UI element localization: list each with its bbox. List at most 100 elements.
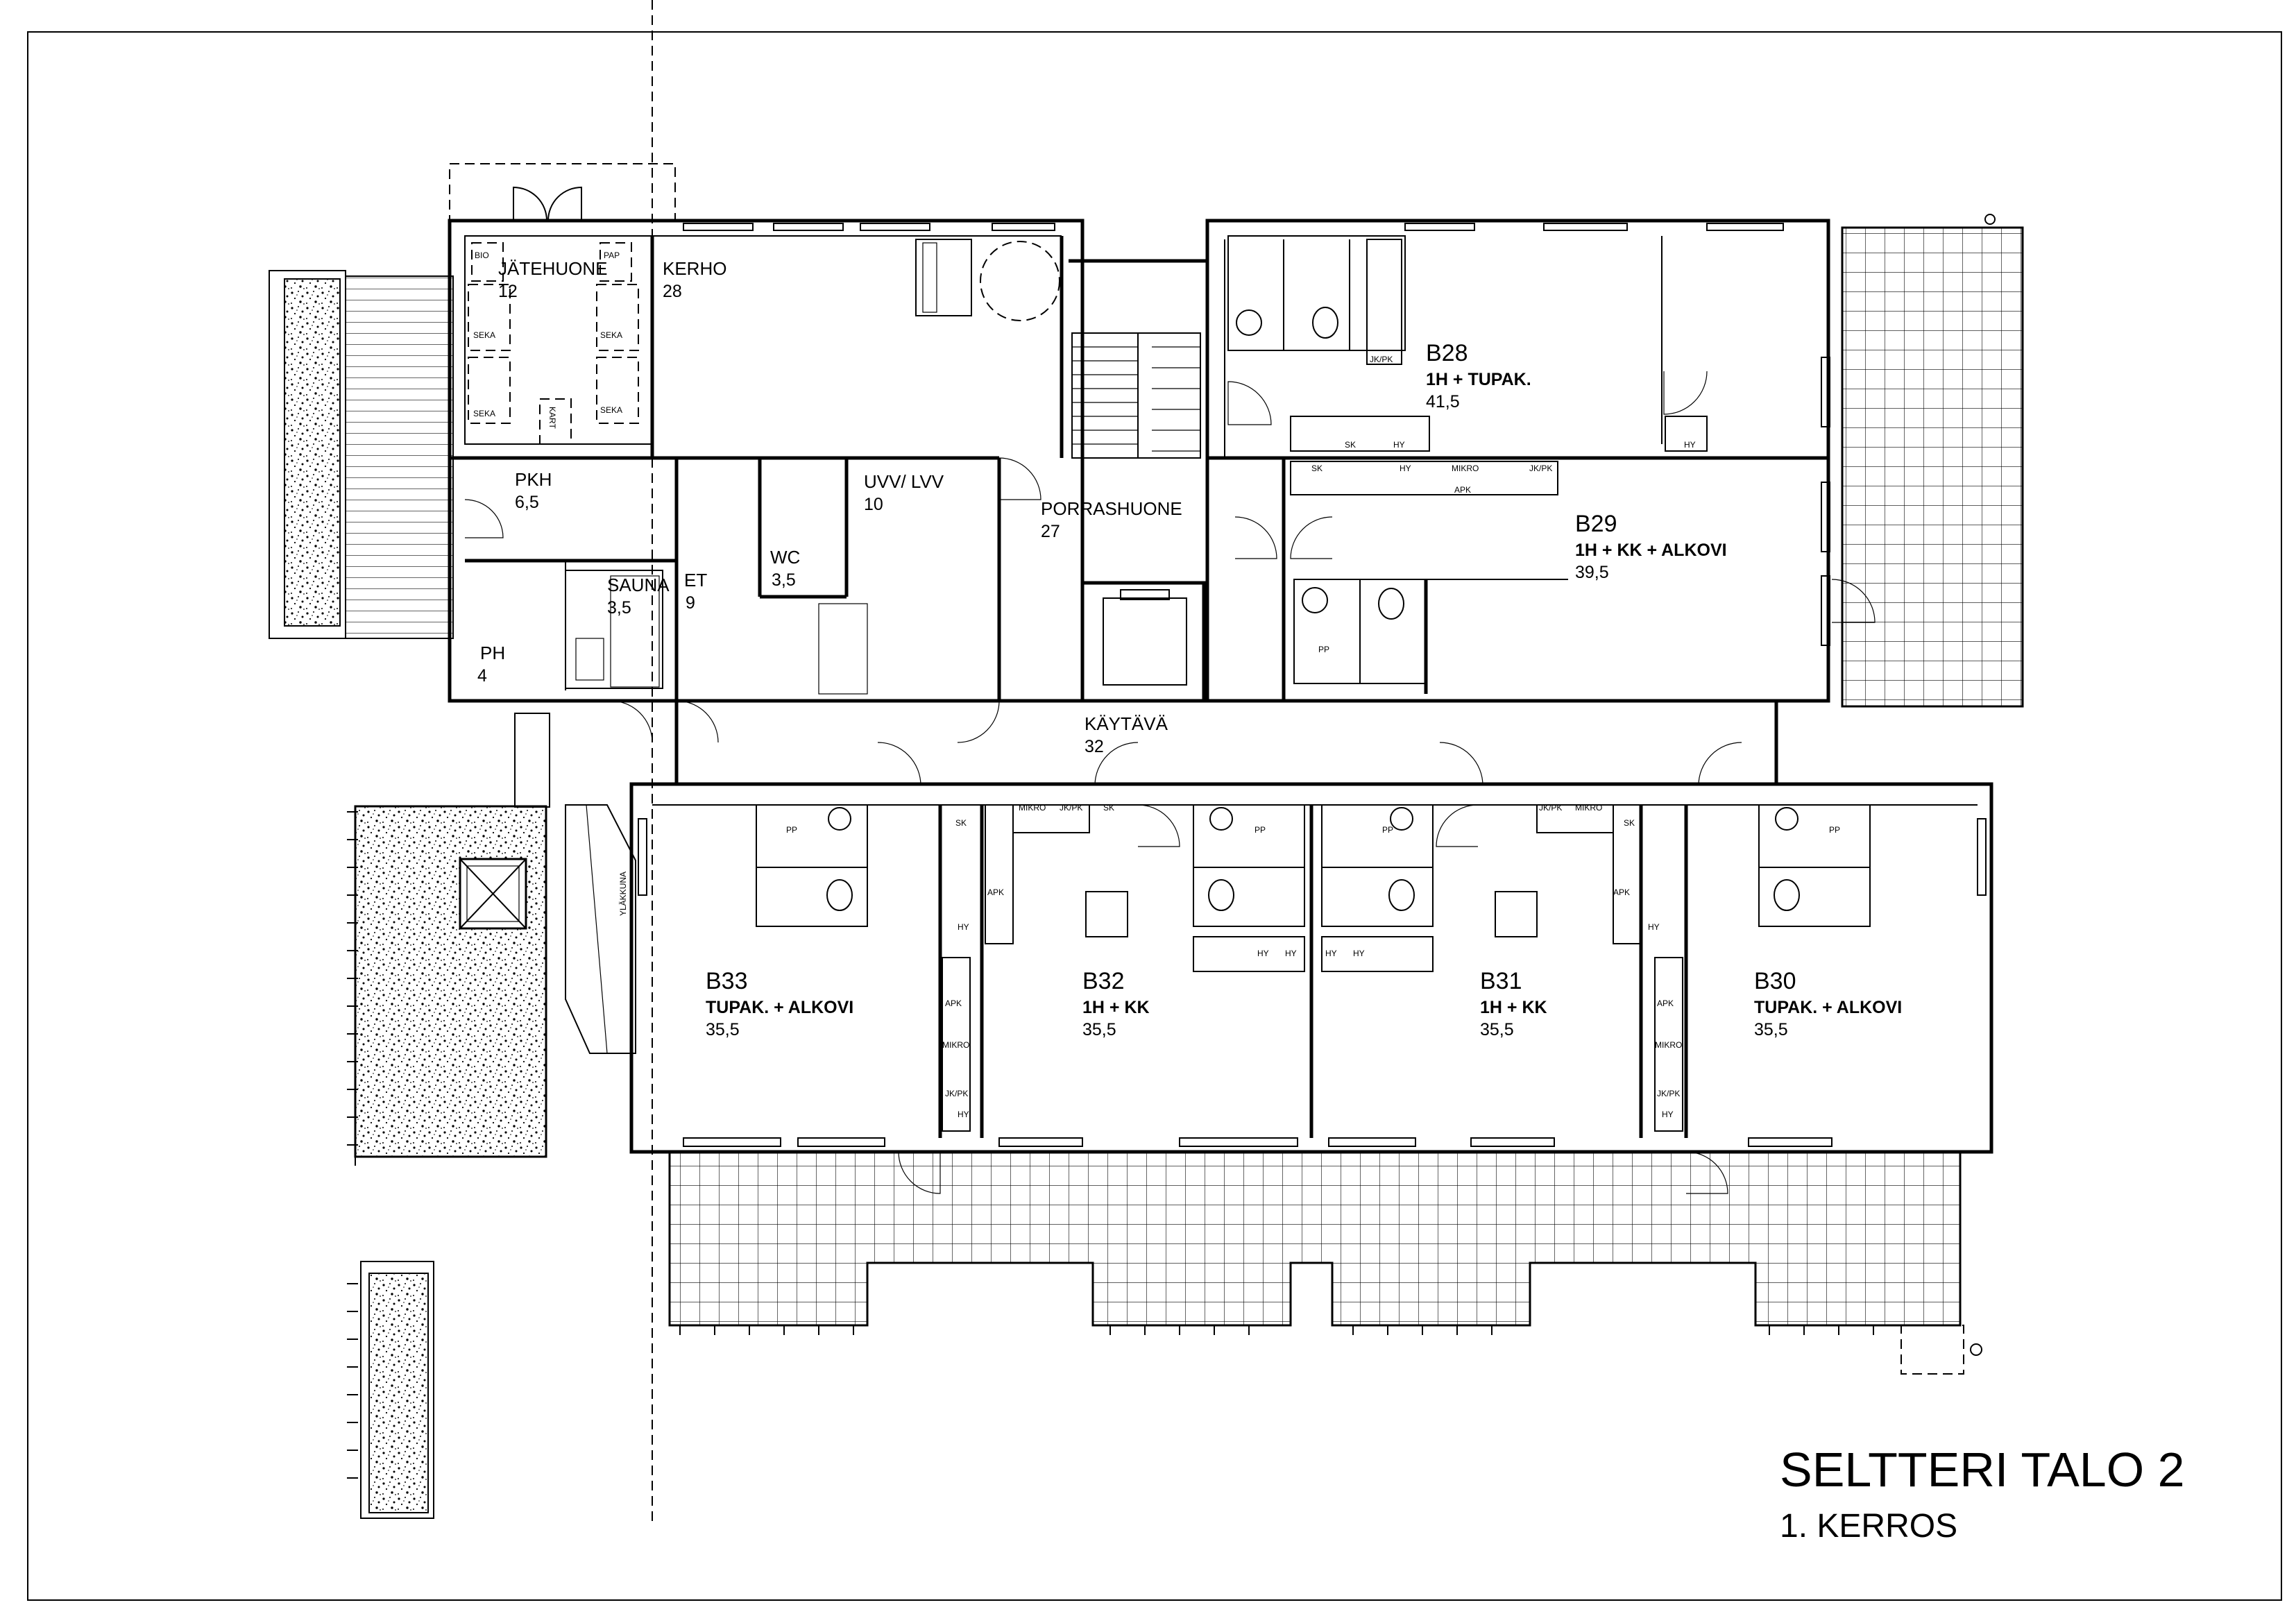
label-apk-b30: APK <box>1657 999 1674 1008</box>
label-sk-b28: SK <box>1345 440 1356 450</box>
b28-area: 41,5 <box>1426 392 1460 411</box>
label-jkpk-b31: JK/PK <box>1539 803 1562 813</box>
bin-label-seka-3: SEKA <box>473 409 495 418</box>
label-mikro-b33: MIKRO <box>942 1040 969 1050</box>
label-hy-b31b: HY <box>1353 949 1365 958</box>
et-name: ET <box>684 570 707 590</box>
label-mikro-b30: MIKRO <box>1655 1040 1682 1050</box>
label-pp-b32: PP <box>1255 825 1266 835</box>
label-hy-b33: HY <box>958 1110 969 1119</box>
pkh-name: PKH <box>515 469 552 490</box>
label-hy-b31: HY <box>1648 922 1660 932</box>
b29-id: B29 <box>1575 511 1617 537</box>
label-apk-b31: APK <box>1613 887 1630 897</box>
south-bathrooms <box>756 804 1871 927</box>
label-hy-b32b: HY <box>1285 949 1297 958</box>
porrashuone-area: 27 <box>1041 522 1060 541</box>
label-jkpk-b32: JK/PK <box>1060 803 1082 813</box>
b30-type: TUPAK. + ALKOVI <box>1754 998 1902 1017</box>
wc-area: 3,5 <box>772 570 796 590</box>
label-sk-b29: SK <box>1311 464 1323 473</box>
wc-name: WC <box>770 547 800 568</box>
b32-area: 35,5 <box>1082 1020 1116 1039</box>
windows <box>638 223 1987 1147</box>
label-mikro-b32: MIKRO <box>1019 803 1046 813</box>
b30-area: 35,5 <box>1754 1020 1788 1039</box>
kerho-name: KERHO <box>663 258 726 279</box>
kerho-kitchenette <box>915 239 1060 321</box>
b29-area: 39,5 <box>1575 563 1609 582</box>
label-sk-b31: SK <box>1624 818 1635 828</box>
b29-interior <box>1290 461 1568 694</box>
label-hy-b32: HY <box>958 922 969 932</box>
uvv-area: 10 <box>864 495 883 514</box>
et-area: 9 <box>686 593 695 613</box>
label-jkpk-b29: JK/PK <box>1529 464 1552 473</box>
label-apk-b32: APK <box>987 887 1004 897</box>
elevator <box>1080 581 1206 703</box>
label-jkpk-b28: JK/PK <box>1370 355 1393 364</box>
label-hy-b30: HY <box>1662 1110 1674 1119</box>
label-hy-b29: HY <box>1400 464 1411 473</box>
terrace-south <box>668 1150 1962 1327</box>
b33-type: TUPAK. + ALKOVI <box>706 998 853 1017</box>
label-apk-b29: APK <box>1454 485 1471 495</box>
drawing-title: SELTTERI TALO 2 <box>1780 1443 2185 1497</box>
drawing-subtitle: 1. KERROS <box>1780 1508 1957 1545</box>
ramp <box>514 713 636 1054</box>
label-apk-b33: APK <box>945 999 962 1008</box>
ph-area: 4 <box>477 666 487 686</box>
bin-label-seka-1: SEKA <box>473 330 495 340</box>
b28-type: 1H + TUPAK. <box>1426 370 1531 389</box>
bin-label-seka-4: SEKA <box>600 405 622 415</box>
b30-id: B30 <box>1754 968 1796 994</box>
sauna-area: 3,5 <box>607 598 631 618</box>
ph-name: PH <box>480 643 505 663</box>
stairs <box>1071 332 1201 459</box>
label-pp-b33: PP <box>786 825 797 835</box>
label-pp-b29: PP <box>1318 645 1329 654</box>
label-sk-b32: SK <box>955 818 967 828</box>
gravel-bed-upper <box>269 270 454 639</box>
b33-id: B33 <box>706 968 748 994</box>
uvv-name: UVV/ LVV <box>864 471 944 492</box>
sheet-border <box>27 31 2282 1601</box>
porrashuone-name: PORRASHUONE <box>1041 498 1182 519</box>
label-hy-b31a: HY <box>1325 949 1337 958</box>
nw-interior <box>450 235 1064 701</box>
b28-id: B28 <box>1426 340 1468 366</box>
jatehuone-name: JÄTEHUONE <box>498 258 607 279</box>
label-pp-b31: PP <box>1382 825 1393 835</box>
label-hy-b28a: HY <box>1393 440 1405 450</box>
bin-label-pap: PAP <box>604 250 620 260</box>
label-ylakkuna: YLÄKKUNA <box>618 872 628 916</box>
bin-label-bio: BIO <box>475 250 489 260</box>
jatehuone-area: 12 <box>498 282 518 301</box>
door-swings <box>464 371 1876 1194</box>
label-jkpk-b30: JK/PK <box>1657 1089 1680 1098</box>
b33-area: 35,5 <box>706 1020 740 1039</box>
b29-type: 1H + KK + ALKOVI <box>1575 541 1727 560</box>
label-jkpk-b33: JK/PK <box>945 1089 968 1098</box>
bin-label-kart: KART <box>547 407 557 429</box>
b31-id: B31 <box>1480 968 1522 994</box>
b31-area: 35,5 <box>1480 1020 1514 1039</box>
label-mikro-b31: MIKRO <box>1575 803 1602 813</box>
gravel-bed-lower <box>360 1261 434 1519</box>
b32-id: B32 <box>1082 968 1125 994</box>
pkh-area: 6,5 <box>515 493 539 512</box>
bin-label-seka-2: SEKA <box>600 330 622 340</box>
b28-interior <box>1227 235 1708 452</box>
kaytava-name: KÄYTÄVÄ <box>1085 713 1168 734</box>
terrace-east <box>1841 226 2024 708</box>
sauna-name: SAUNA <box>607 575 670 595</box>
label-hy-b28b: HY <box>1684 440 1696 450</box>
b32-type: 1H + KK <box>1082 998 1150 1017</box>
kaytava-area: 32 <box>1085 737 1104 756</box>
label-hy-b32a: HY <box>1257 949 1269 958</box>
label-mikro-b29: MIKRO <box>1452 464 1479 473</box>
fence-posts <box>347 811 1874 1479</box>
terrace-lower-left <box>354 805 547 1166</box>
kerho-area: 28 <box>663 282 682 301</box>
